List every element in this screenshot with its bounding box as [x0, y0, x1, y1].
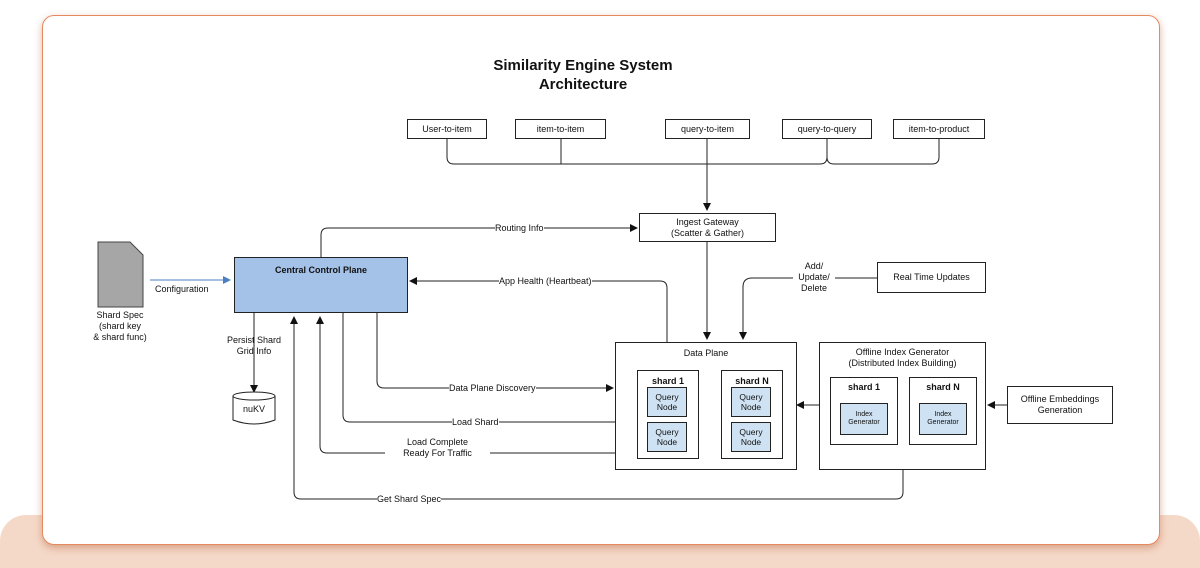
data-shard-n-label: shard N: [735, 376, 769, 386]
load-shard-label: Load Shard: [452, 417, 499, 428]
data-shard-1-label: shard 1: [651, 376, 684, 386]
source-query-to-item: query-to-item: [665, 119, 750, 139]
diagram-title: Similarity Engine System Architecture: [493, 57, 673, 93]
offline-embeddings-generation: Offline Embeddings Generation: [1007, 386, 1113, 424]
query-node: Query Node: [647, 387, 687, 417]
source-query-to-query: query-to-query: [782, 119, 872, 139]
database-icon: [232, 391, 276, 425]
query-node: Query Node: [731, 422, 771, 452]
index-generator: Index Generator: [840, 403, 888, 435]
data-plane-discovery-label: Data Plane Discovery: [449, 383, 536, 394]
shard-spec-label: Shard Spec (shard key & shard func): [93, 310, 147, 342]
query-node: Query Node: [647, 422, 687, 452]
ingest-gateway: Ingest Gateway (Scatter & Gather): [639, 213, 776, 242]
offline-index-generator-label: Offline Index Generator (Distributed Ind…: [848, 347, 957, 368]
data-plane-label: Data Plane: [683, 348, 729, 358]
source-item-to-item: item-to-item: [515, 119, 606, 139]
add-update-delete-label: Add/ Update/ Delete: [793, 261, 835, 294]
routing-info-label: Routing Info: [495, 223, 544, 234]
app-health-label: App Health (Heartbeat): [499, 276, 592, 287]
query-node: Query Node: [731, 387, 771, 417]
load-complete-label: Load Complete Ready For Traffic: [385, 437, 490, 459]
central-control-plane: Central Control Plane: [234, 257, 408, 313]
get-shard-spec-label: Get Shard Spec: [377, 494, 442, 505]
source-item-to-product: item-to-product: [893, 119, 985, 139]
index-generator: Index Generator: [919, 403, 967, 435]
real-time-updates: Real Time Updates: [877, 262, 986, 293]
nukv-label: nuKV: [242, 404, 266, 414]
index-shard-1-label: shard 1: [847, 382, 880, 392]
index-shard-n-label: shard N: [926, 382, 960, 392]
configuration-label: Configuration: [155, 284, 209, 295]
document-icon: [97, 241, 144, 308]
source-user-to-item: User-to-item: [407, 119, 487, 139]
persist-shard-label: Persist Shard Grid Info: [226, 335, 282, 356]
